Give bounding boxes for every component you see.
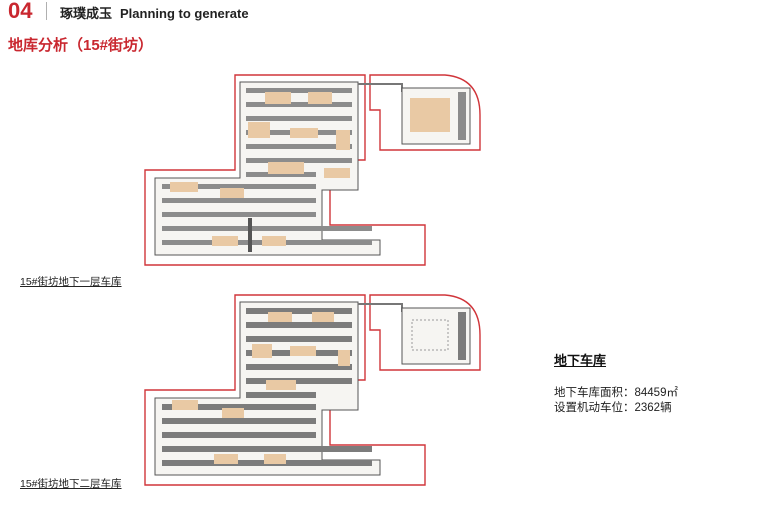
- east-core: [411, 319, 449, 351]
- east-parking: [458, 312, 466, 360]
- site-boundary-east: [369, 294, 481, 371]
- parking-spaces-text: 设置机动车位：2362辆: [554, 402, 672, 414]
- chapter-number: 04: [8, 0, 33, 23]
- building-footprints: [170, 92, 350, 246]
- garage-footprint: [154, 81, 381, 256]
- header-divider: [46, 2, 47, 20]
- basement-level-1-plan: [144, 74, 481, 266]
- garage-area-text: 地下车库面积：84459㎡: [554, 387, 678, 399]
- plan-1-caption: 15#街坊地下一层车库: [20, 276, 122, 288]
- ramp: [248, 218, 252, 252]
- summary-title: 地下车库: [554, 353, 607, 368]
- chapter-title: 琢璞成玉 Planning to generate: [60, 3, 249, 22]
- east-parking: [458, 92, 466, 140]
- plan-2-caption: 15#街坊地下二层车库: [20, 478, 122, 490]
- east-building: [410, 98, 450, 132]
- chapter-title-cn: 琢璞成玉: [60, 6, 113, 21]
- basement-level-2-plan: [144, 294, 481, 486]
- site-boundary: [144, 74, 426, 266]
- building-footprints: [172, 312, 350, 464]
- chapter-title-en: Planning to generate: [120, 6, 249, 21]
- site-boundary: [144, 294, 426, 486]
- site-boundary-east: [369, 74, 481, 151]
- section-title: 地库分析（15#街坊）: [8, 37, 154, 54]
